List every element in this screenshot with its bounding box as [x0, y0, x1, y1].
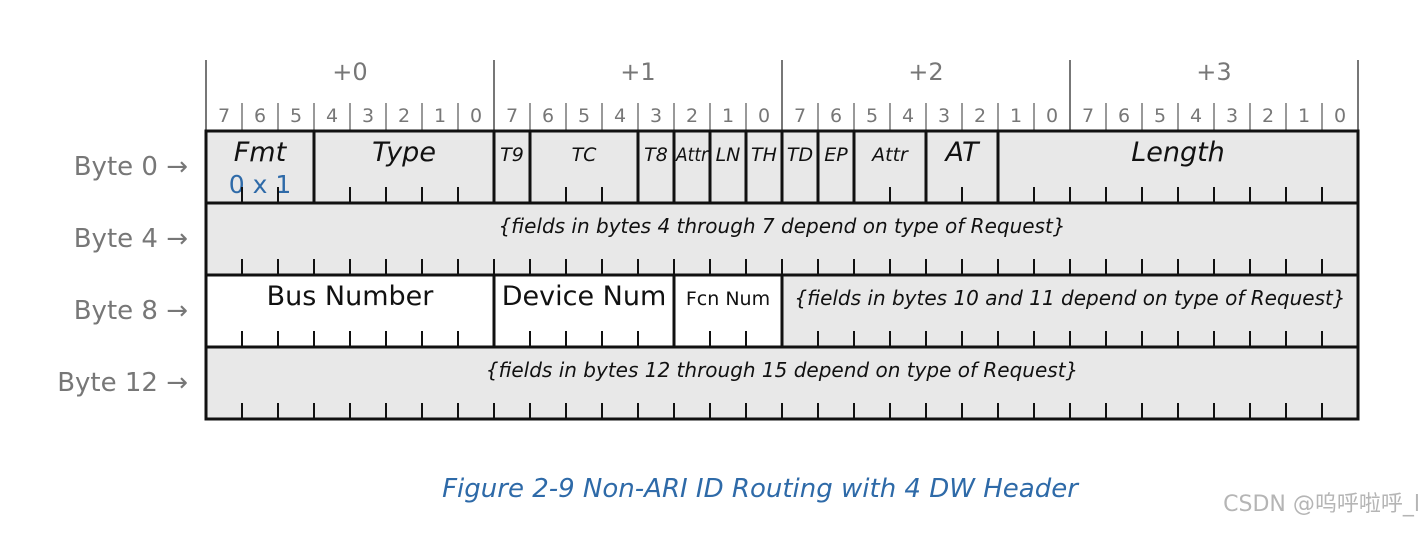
byte-offset-label: +2 [908, 58, 943, 86]
bit-number-label: 3 [938, 105, 950, 127]
bit-number-label: 1 [434, 105, 446, 127]
byte-offset-label: +3 [1196, 58, 1231, 86]
bit-number-label: 1 [1298, 105, 1310, 127]
bit-number-label: 1 [1010, 105, 1022, 127]
bit-number-label: 7 [506, 105, 518, 127]
bit-number-label: 5 [866, 105, 878, 127]
field-label: Fmt [234, 137, 288, 168]
bit-number-label: 3 [1226, 105, 1238, 127]
field-label: {fields in bytes 10 and 11 depend on typ… [794, 286, 1345, 310]
bit-number-label: 7 [1082, 105, 1094, 127]
bit-number-label: 6 [1118, 105, 1130, 127]
bit-number-label: 5 [578, 105, 590, 127]
bit-number-label: 2 [974, 105, 986, 127]
field-label: Attr [870, 144, 909, 166]
field-box [528, 129, 640, 205]
field-box [492, 129, 532, 205]
field-box [672, 129, 712, 205]
row-label: Byte 8 → [74, 296, 188, 326]
bit-number-label: 0 [470, 105, 482, 127]
bit-number-label: 7 [218, 105, 230, 127]
field-label: Bus Number [267, 281, 435, 312]
bit-number-label: 7 [794, 105, 806, 127]
bit-number-label: 4 [614, 105, 626, 127]
field-box [672, 273, 784, 349]
byte-offset-label: +1 [620, 58, 655, 86]
bit-number-label: 6 [830, 105, 842, 127]
field-label: AT [944, 137, 982, 168]
field-label: Fcn Num [686, 288, 770, 310]
field-sub-label: 0 x 1 [229, 170, 292, 199]
bit-number-label: 0 [758, 105, 770, 127]
row-label: Byte 0 → [74, 152, 188, 182]
bit-number-label: 3 [362, 105, 374, 127]
bit-number-label: 5 [290, 105, 302, 127]
byte-offset-label: +0 [332, 58, 367, 86]
field-label: T8 [644, 144, 668, 166]
field-label: T9 [500, 144, 524, 166]
field-label: Length [1131, 137, 1225, 168]
bit-number-label: 6 [254, 105, 266, 127]
bit-number-label: 6 [542, 105, 554, 127]
field-box [636, 129, 676, 205]
bit-number-label: 3 [650, 105, 662, 127]
bit-number-label: 0 [1334, 105, 1346, 127]
field-label: {fields in bytes 4 through 7 depend on t… [498, 214, 1065, 238]
bit-number-label: 4 [1190, 105, 1202, 127]
bit-number-label: 2 [1262, 105, 1274, 127]
figure-caption: Figure 2-9 Non-ARI ID Routing with 4 DW … [442, 474, 1078, 504]
bit-number-label: 1 [722, 105, 734, 127]
row-label: Byte 12 → [57, 368, 188, 398]
field-box [708, 129, 748, 205]
bit-number-label: 5 [1154, 105, 1166, 127]
field-label: {fields in bytes 12 through 15 depend on… [486, 358, 1079, 382]
field-label: EP [824, 144, 848, 166]
bit-number-label: 4 [326, 105, 338, 127]
field-label: LN [716, 144, 741, 166]
field-label: TC [572, 144, 598, 166]
field-label: Type [372, 137, 436, 168]
row-label: Byte 4 → [74, 224, 188, 254]
bit-number-label: 4 [902, 105, 914, 127]
field-label: TH [751, 144, 777, 166]
field-box [744, 129, 784, 205]
field-label: Device Num [502, 281, 667, 312]
bit-number-label: 2 [686, 105, 698, 127]
field-box [780, 129, 820, 205]
bit-number-label: 0 [1046, 105, 1058, 127]
bit-number-label: 2 [398, 105, 410, 127]
field-label: Attr [674, 144, 709, 166]
field-box [816, 129, 856, 205]
watermark-text: CSDN @呜呼啦呼_l [1223, 492, 1420, 517]
field-label: TD [787, 144, 813, 166]
